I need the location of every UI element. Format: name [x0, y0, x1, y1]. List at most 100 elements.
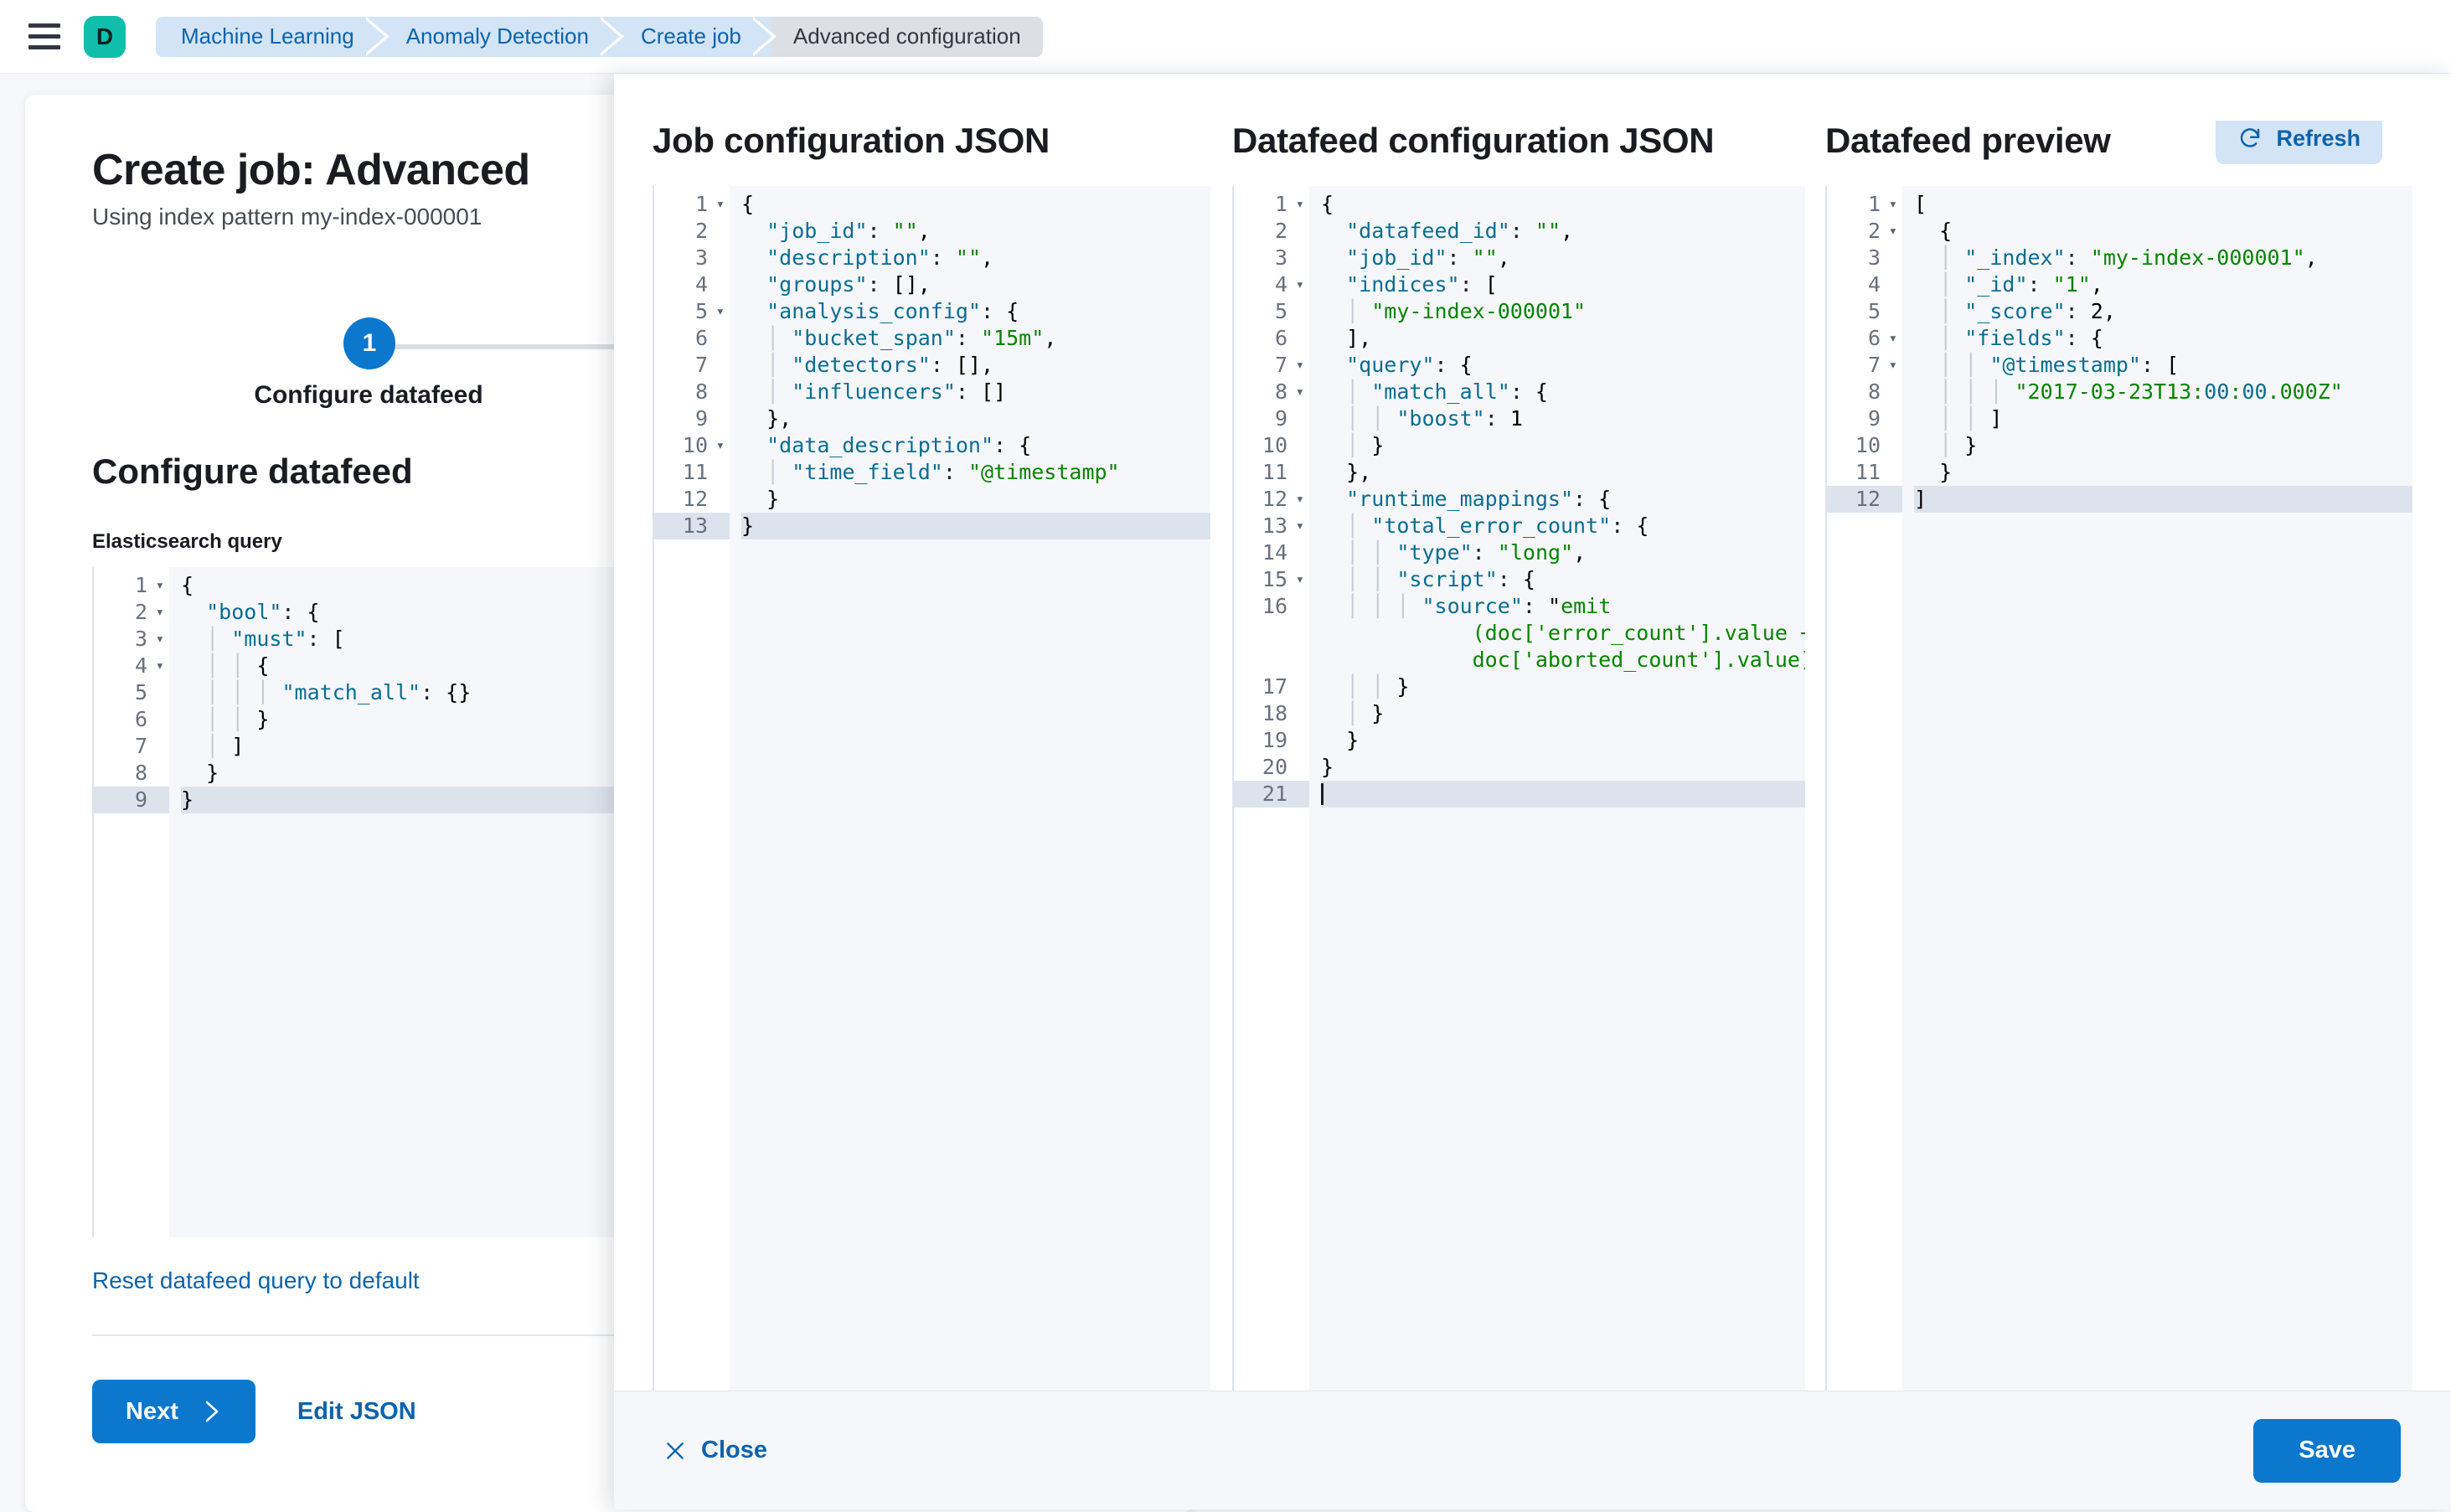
- editor-code-line[interactable]: │ "influencers": []: [766, 379, 1007, 404]
- editor-code-line[interactable]: {: [1914, 219, 1953, 243]
- fold-chevron-down-icon[interactable]: ▾: [1295, 276, 1304, 293]
- editor-code-line[interactable]: ]: [1914, 486, 2412, 513]
- editor-code-line[interactable]: {: [1321, 192, 1334, 216]
- editor-code-line[interactable]: │ │ ]: [1939, 406, 2003, 431]
- editor-code-line[interactable]: "datafeed_id": "",: [1346, 219, 1574, 243]
- editor-code-line[interactable]: "data_description": {: [766, 433, 1032, 457]
- fold-chevron-down-icon[interactable]: ▾: [715, 196, 725, 213]
- stepper-step-1-circle[interactable]: 1: [343, 317, 395, 369]
- breadcrumb: Machine Learning Anomaly Detection Create …: [156, 16, 1043, 57]
- editor-line-number: 13: [654, 513, 730, 539]
- editor-code-line[interactable]: │ │ "script": {: [1346, 567, 1535, 591]
- editor-code-line[interactable]: │ }: [1346, 701, 1385, 725]
- editor-code-line[interactable]: │ │ "type": "long",: [1346, 540, 1587, 565]
- editor-code-line[interactable]: │ "_score": 2,: [1939, 299, 2116, 323]
- editor-code-line[interactable]: │ │ {: [206, 653, 270, 678]
- fold-chevron-down-icon[interactable]: ▾: [715, 437, 725, 454]
- reset-datafeed-query-link[interactable]: Reset datafeed query to default: [92, 1267, 420, 1293]
- editor-code-line[interactable]: },: [741, 406, 792, 431]
- editor-code-line[interactable]: │ "my-index-000001": [1346, 299, 1587, 323]
- editor-code-line[interactable]: }: [1321, 728, 1360, 752]
- fold-chevron-down-icon[interactable]: ▾: [1888, 330, 1897, 347]
- editor-code-line[interactable]: "bool": {: [206, 600, 320, 624]
- breadcrumb-item-3[interactable]: Advanced configuration: [771, 16, 1043, 57]
- breadcrumb-item-0[interactable]: Machine Learning: [156, 16, 384, 57]
- editor-code-line[interactable]: },: [1321, 460, 1372, 484]
- editor-code-line[interactable]: ],: [1321, 326, 1372, 350]
- datafeed-configuration-title: Datafeed configuration JSON: [1232, 121, 1715, 160]
- editor-code-line[interactable]: │ │ }: [1346, 674, 1410, 699]
- editor-code-line[interactable]: "indices": [: [1346, 272, 1498, 297]
- fold-chevron-down-icon[interactable]: ▾: [715, 303, 725, 320]
- fold-chevron-down-icon[interactable]: ▾: [155, 604, 164, 621]
- editor-code-line[interactable]: }: [1321, 755, 1334, 779]
- edit-json-button[interactable]: Edit JSON: [297, 1397, 416, 1425]
- editor-code-line[interactable]: │ "total_error_count": {: [1346, 513, 1649, 538]
- fold-chevron-down-icon[interactable]: ▾: [1888, 357, 1897, 374]
- editor-line-number: 21: [1234, 781, 1309, 808]
- editor-code-line[interactable]: "runtime_mappings": {: [1346, 487, 1612, 511]
- fold-chevron-down-icon[interactable]: ▾: [155, 658, 164, 674]
- fold-chevron-down-icon[interactable]: ▾: [1295, 571, 1304, 588]
- deployment-logo-badge[interactable]: D: [84, 15, 126, 58]
- editor-code-line[interactable]: │ "_index": "my-index-000001",: [1939, 245, 2318, 270]
- editor-code-line[interactable]: }: [741, 513, 1210, 539]
- editor-code-line[interactable]: │ ]: [206, 734, 245, 758]
- editor-line-number: 10: [1855, 433, 1881, 457]
- fold-chevron-down-icon[interactable]: ▾: [1888, 223, 1897, 240]
- editor-code-line[interactable]: │ "fields": {: [1939, 326, 2103, 350]
- editor-code-line[interactable]: │ "_id": "1",: [1939, 272, 2103, 297]
- preview-editor-code[interactable]: [ { │ "_index": "my-index-000001", │ "_i…: [1902, 186, 2412, 1391]
- fold-chevron-down-icon[interactable]: ▾: [1295, 196, 1304, 213]
- editor-code-line[interactable]: [1321, 781, 1805, 808]
- fold-chevron-down-icon[interactable]: ▾: [155, 577, 164, 594]
- editor-code-line[interactable]: │ }: [1939, 433, 1978, 457]
- editor-code-line[interactable]: "description": "",: [766, 245, 994, 270]
- breadcrumb-item-label: Anomaly Detection: [405, 23, 589, 49]
- editor-code-line[interactable]: │ │ │ "2017-03-23T13:00:00.000Z": [1939, 379, 2343, 404]
- editor-code-line[interactable]: │ │ }: [206, 707, 270, 731]
- editor-code-line[interactable]: {: [181, 573, 194, 597]
- fold-chevron-down-icon[interactable]: ▾: [1295, 384, 1304, 400]
- editor-code-line[interactable]: │ │ │ "source": "emit (doc['error_count'…: [1321, 594, 1805, 672]
- editor-code-line[interactable]: "job_id": "",: [1346, 245, 1510, 270]
- editor-code-line[interactable]: │ │ "boost": 1: [1346, 406, 1523, 431]
- editor-code-line[interactable]: {: [741, 192, 755, 216]
- close-button[interactable]: Close: [664, 1437, 767, 1464]
- editor-code-line[interactable]: │ "match_all": {: [1346, 379, 1548, 404]
- fold-chevron-down-icon[interactable]: ▾: [1295, 357, 1304, 374]
- editor-code-line[interactable]: │ "detectors": [],: [766, 353, 994, 377]
- editor-code-line[interactable]: │ │ │ "match_all": {}: [206, 680, 472, 704]
- editor-code-line[interactable]: }: [181, 761, 219, 785]
- hamburger-menu-icon[interactable]: [28, 19, 64, 54]
- editor-code-line[interactable]: "job_id": "",: [766, 219, 931, 243]
- save-button[interactable]: Save: [2253, 1418, 2401, 1483]
- fold-chevron-down-icon[interactable]: ▾: [1295, 491, 1304, 508]
- editor-code-line[interactable]: │ "bucket_span": "15m",: [766, 326, 1057, 350]
- datafeed-editor-code[interactable]: { "datafeed_id": "", "job_id": "", "indi…: [1309, 186, 1805, 1391]
- editor-line-number: 3: [694, 245, 708, 270]
- fold-chevron-down-icon[interactable]: ▾: [155, 631, 164, 648]
- editor-code-line[interactable]: │ }: [1346, 433, 1385, 457]
- editor-code-line[interactable]: }: [1914, 460, 1953, 484]
- editor-code-line[interactable]: }: [741, 487, 780, 511]
- fold-chevron-down-icon[interactable]: ▾: [1888, 196, 1897, 213]
- job-editor-code[interactable]: { "job_id": "", "description": "", "grou…: [730, 186, 1210, 1391]
- breadcrumb-item-2[interactable]: Create job: [618, 16, 771, 57]
- editor-code-line[interactable]: │ "must": [: [206, 627, 345, 651]
- editor-code-line[interactable]: "analysis_config": {: [766, 299, 1019, 323]
- next-button[interactable]: Next: [92, 1380, 255, 1443]
- editor-code-line[interactable]: "groups": [],: [766, 272, 931, 297]
- editor-line-number: 1▾: [1274, 192, 1304, 216]
- editor-code-line[interactable]: │ │ "@timestamp": [: [1939, 353, 2180, 377]
- breadcrumb-item-1[interactable]: Anomaly Detection: [384, 16, 619, 57]
- editor-code-line[interactable]: │ "time_field": "@timestamp": [766, 460, 1120, 484]
- editor-code-line[interactable]: [: [1914, 192, 1927, 216]
- editor-code-line[interactable]: "query": {: [1346, 353, 1473, 377]
- fold-chevron-down-icon[interactable]: ▾: [1295, 518, 1304, 534]
- refresh-button[interactable]: Refresh: [2216, 121, 2382, 164]
